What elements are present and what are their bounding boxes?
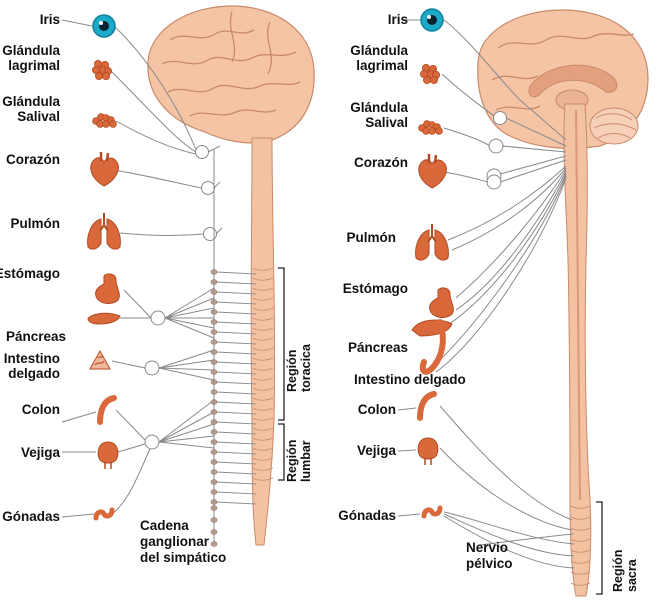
pancreas-organ-icon [87, 312, 121, 325]
label-left-heart: Corazón [6, 152, 60, 167]
label-right-heart: Corazón [354, 155, 408, 170]
salivary-organ-icon [418, 120, 443, 135]
label-left-stomach: Estómago [0, 266, 60, 281]
label-left-pancreas: Páncreas [6, 329, 66, 344]
sacral-bracket [596, 501, 603, 595]
iris-organ-icon [92, 14, 116, 38]
label-right-iris: Iris [388, 12, 408, 27]
pancreas-organ-icon [411, 319, 453, 375]
sympathetic-nerves [61, 19, 223, 518]
sympathetic-panel: Región toracica Región lumbar Cadena gan… [0, 5, 315, 565]
colon-organ-icon [417, 391, 437, 421]
heart-organ-icon [418, 154, 447, 189]
lacrimal-organ-icon [91, 59, 112, 80]
region-lumbar-label: Región lumbar [285, 436, 313, 482]
label-left-bladder: Vejiga [21, 445, 61, 460]
label-left-gonads: Gónadas [2, 509, 60, 524]
brain-left-folds [161, 11, 301, 117]
bladder-organ-icon [97, 441, 119, 469]
pelvic-nerve-label: Nervio pélvico [466, 540, 513, 571]
brain-right-folds [491, 33, 635, 111]
colon-organ-icon [97, 395, 117, 425]
sympathetic-organs [87, 14, 121, 521]
label-right-lung: Pulmón [347, 230, 397, 245]
stomach-organ-icon [429, 287, 454, 318]
salivary-organ-icon [92, 113, 117, 128]
thoracic-bracket [278, 267, 285, 421]
label-left-iris: Iris [40, 12, 60, 27]
stomach-organ-icon [95, 273, 120, 304]
region-brackets-left [278, 267, 285, 481]
region-thoracic-label: Región toracica [285, 343, 313, 392]
label-right-bladder: Vejiga [357, 443, 397, 458]
label-right-pancreas: Páncreas [348, 340, 408, 355]
corpus-callosum [528, 64, 618, 98]
heart-organ-icon [90, 152, 119, 187]
lung-organ-icon [87, 213, 121, 250]
spinal-cord-right [563, 103, 592, 597]
label-right-stomach: Estómago [343, 281, 408, 296]
label-left-lung: Pulmón [11, 216, 61, 231]
parasympathetic-organs [411, 8, 454, 519]
sacral-segments [570, 505, 591, 586]
parasympathetic-panel: Región sacra Nervio pélvico IrisGlándula… [338, 8, 649, 597]
cerebellum [589, 107, 639, 145]
parasympathetic-nerves [397, 19, 575, 569]
lacrimal-organ-icon [419, 63, 440, 84]
iris-organ-icon [420, 8, 444, 32]
region-sacral-label: Región sacra [611, 546, 639, 592]
spinal-segments-left [252, 267, 274, 481]
intestine-organ-icon [89, 349, 111, 370]
brain-left [147, 5, 315, 144]
lung-organ-icon [415, 224, 449, 261]
bladder-organ-icon [417, 437, 439, 465]
gonads-organ-icon [421, 505, 443, 519]
label-left-colon: Colon [22, 402, 60, 417]
label-right-intestine: Intestino delgado [354, 372, 466, 387]
lumbar-bracket [278, 423, 285, 481]
spinal-canal-right [575, 109, 581, 501]
chain-label: Cadena ganglionar del simpático [140, 518, 226, 565]
sympathetic-ganglion-chain [210, 150, 257, 547]
label-right-colon: Colon [358, 402, 396, 417]
label-right-gonads: Gónadas [338, 508, 396, 523]
gonads-organ-icon [93, 507, 115, 521]
